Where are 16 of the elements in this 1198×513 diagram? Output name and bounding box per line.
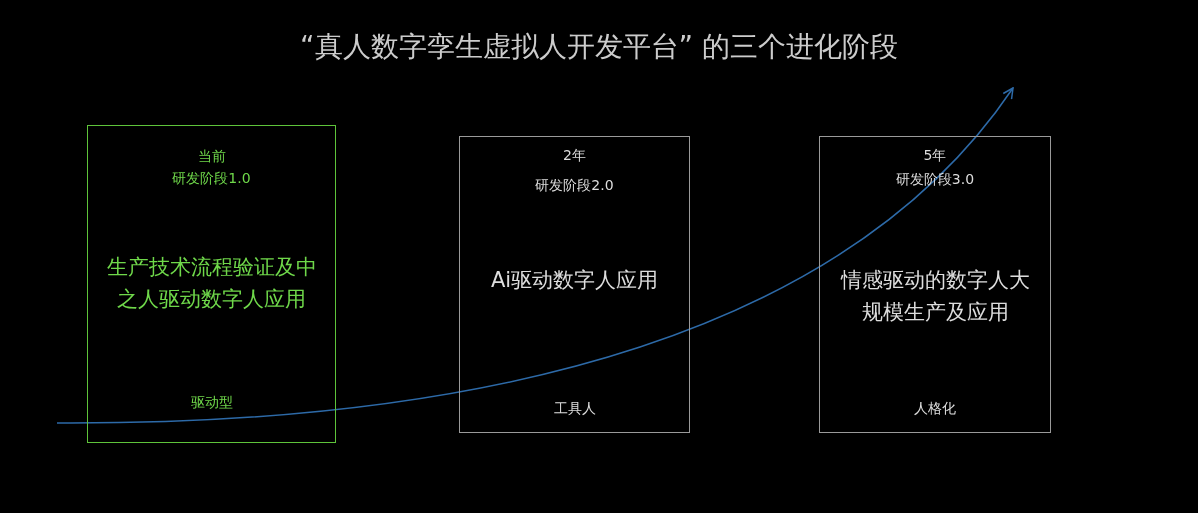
stage-description: 生产技术流程验证及中之人驱动数字人应用 [105, 254, 318, 313]
stage-label: 当前 [196, 148, 227, 166]
stage-type: 工具人 [552, 400, 597, 418]
stage-name: 研发阶段1.0 [171, 170, 252, 188]
stage-box [87, 125, 336, 443]
stage-type: 驱动型 [189, 394, 234, 412]
stage-name: 研发阶段3.0 [894, 171, 976, 189]
stage-description: 情感驱动的数字人大规模生产及应用 [839, 267, 1031, 326]
stage-name: 研发阶段2.0 [534, 177, 615, 195]
title: “真人数字孪生虚拟人开发平台” 的三个进化阶段 [299, 29, 899, 65]
stage-description: Ai驱动数字人应用 [489, 267, 660, 294]
stage-box [819, 136, 1051, 433]
stage-type: 人格化 [913, 400, 957, 418]
stage-box [459, 136, 690, 433]
stage-label: 5年 [922, 147, 948, 165]
stage-label: 2年 [562, 147, 587, 165]
